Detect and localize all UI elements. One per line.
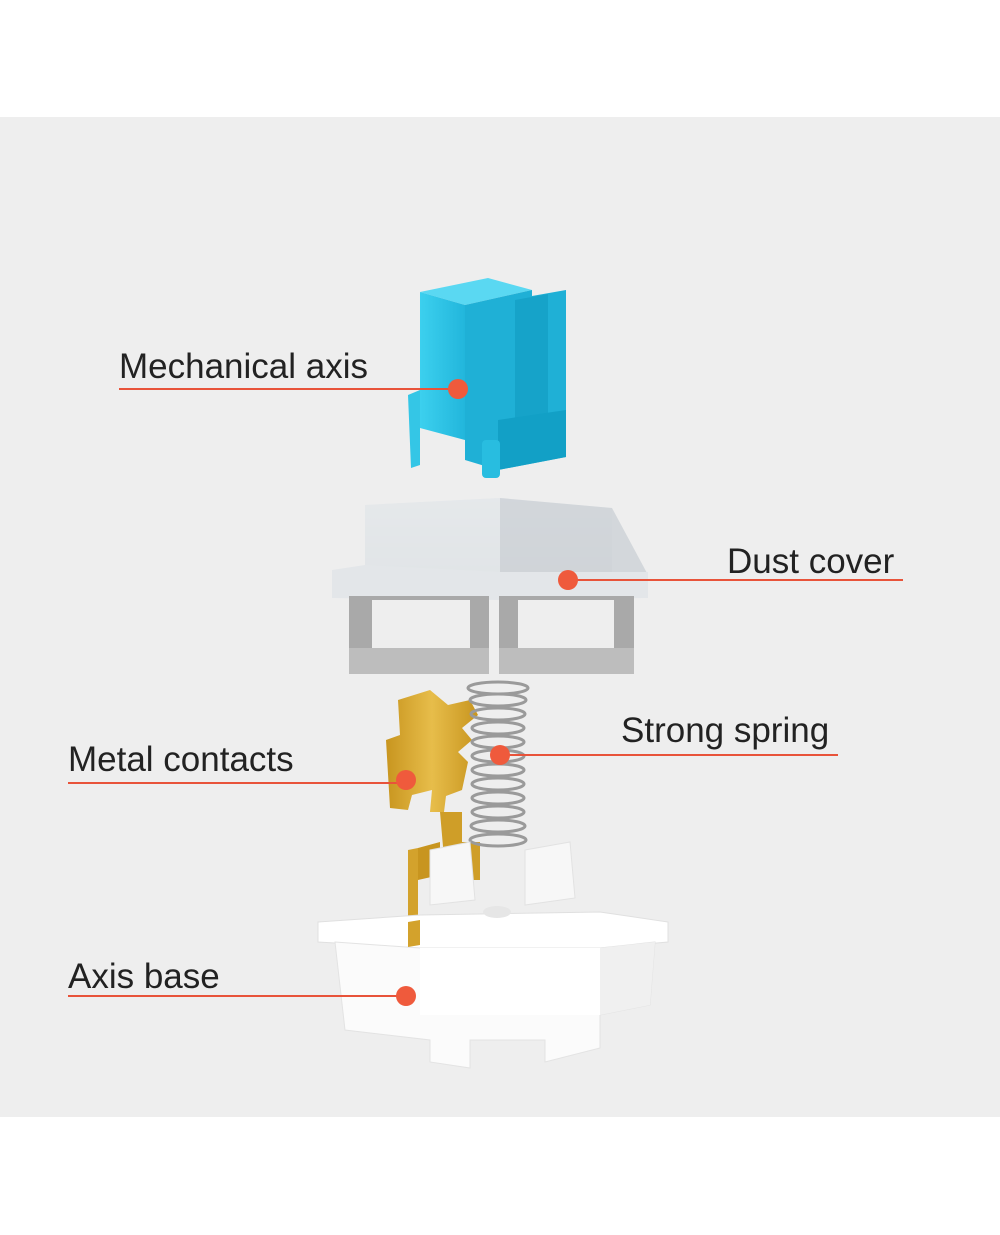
marker-dot-strong-spring [490, 745, 510, 765]
label-dust-cover: Dust cover [727, 542, 895, 581]
marker-dot-dust-cover [558, 570, 578, 590]
label-metal-contacts: Metal contacts [68, 740, 294, 779]
marker-dots [396, 379, 578, 1006]
dust-cover-housing [332, 498, 648, 674]
leader-lines [68, 388, 903, 997]
mechanical-axis-stem [408, 278, 566, 478]
marker-dot-metal-contacts [396, 770, 416, 790]
strong-spring [466, 680, 530, 848]
marker-dot-mechanical-axis [448, 379, 468, 399]
marker-dot-axis-base [396, 986, 416, 1006]
axis-base-housing [317, 841, 669, 1069]
label-mechanical-axis: Mechanical axis [119, 347, 368, 386]
label-axis-base: Axis base [68, 957, 220, 996]
label-strong-spring: Strong spring [621, 711, 830, 750]
